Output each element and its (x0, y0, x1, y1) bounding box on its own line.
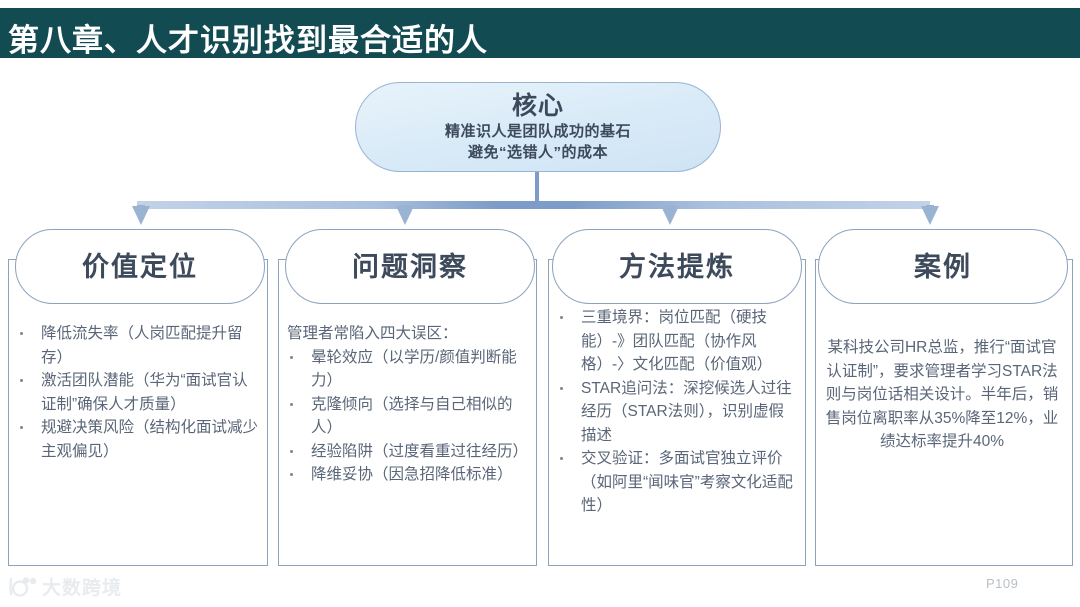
column-header-4: 案例 (818, 229, 1068, 304)
core-node-subtitle-line2: 避免“选错人”的成本 (467, 143, 608, 161)
list-item: 交叉验证：多面试官独立评价（如阿里“闻味官”考察文化适配性） (554, 447, 796, 518)
column-header-label-1: 价值定位 (82, 251, 198, 282)
column-header-label-4: 案例 (914, 251, 972, 282)
column-body-3: 三重境界：岗位匹配（硬技能）-》团队匹配（协作风格）-〉文化匹配（价值观） ST… (548, 259, 806, 566)
list-item: 经验陷阱（过度看重过往经历） (284, 440, 528, 464)
connector-vertical (535, 172, 539, 205)
column-header-1: 价值定位 (15, 229, 265, 304)
core-node: 核心 精准识人是团队成功的基石 避免“选错人”的成本 (355, 82, 721, 172)
column-header-2: 问题洞察 (285, 229, 535, 304)
page-number: P109 (986, 576, 1019, 591)
watermark-text: 大数跨境 (42, 578, 123, 599)
bullet-list-3: 三重境界：岗位匹配（硬技能）-》团队匹配（协作风格）-〉文化匹配（价值观） ST… (554, 306, 796, 518)
watermark-logo: 大数跨境 (8, 573, 122, 600)
column-content-1: 降低流失率（人岗匹配提升留存） 激活团队潜能（华为“面试官认证制”确保人才质量）… (9, 322, 267, 463)
column-header-3: 方法提炼 (552, 229, 802, 304)
column-content-3: 三重境界：岗位匹配（硬技能）-》团队匹配（协作风格）-〉文化匹配（价值观） ST… (549, 306, 805, 518)
column-content-2: 管理者常陷入四大误区： 晕轮效应（以学历/颜值判断能力） 克隆倾向（选择与自己相… (279, 322, 536, 487)
list-item: STAR追问法：深挖候选人过往经历（STAR法则），识别虚假描述 (554, 377, 796, 448)
list-item: 降低流失率（人岗匹配提升留存） (14, 322, 258, 369)
list-item: 三重境界：岗位匹配（硬技能）-》团队匹配（协作风格）-〉文化匹配（价值观） (554, 306, 796, 377)
title-bar: 第八章、人才识别找到最合适的人 (0, 8, 1080, 58)
column-header-label-3: 方法提炼 (619, 251, 735, 282)
column-paragraph-4: 某科技公司HR总监，推行“面试官认证制”，要求管理者学习STAR法则与岗位话相关… (825, 339, 1059, 450)
list-item: 降维妥协（因急招降低标准） (284, 463, 527, 487)
column-intro-2: 管理者常陷入四大误区： (287, 325, 458, 342)
column-header-label-2: 问题洞察 (352, 251, 468, 282)
list-item: 晕轮效应（以学历/颜值判断能力） (284, 346, 527, 393)
column-body-4: 某科技公司HR总监，推行“面试官认证制”，要求管理者学习STAR法则与岗位话相关… (815, 259, 1073, 566)
bullet-list-2: 晕轮效应（以学历/颜值判断能力） 克隆倾向（选择与自己相似的人） 经验陷阱（过度… (284, 346, 528, 487)
list-item: 克隆倾向（选择与自己相似的人） (284, 393, 527, 440)
bullet-list-1: 降低流失率（人岗匹配提升留存） 激活团队潜能（华为“面试官认证制”确保人才质量）… (14, 322, 258, 463)
page-title: 第八章、人才识别找到最合适的人 (8, 23, 488, 58)
column-body-1: 降低流失率（人岗匹配提升留存） 激活团队潜能（华为“面试官认证制”确保人才质量）… (8, 259, 268, 566)
arrow-down-icon-3 (661, 206, 679, 225)
connector-horizontal (137, 201, 930, 209)
list-item: 激活团队潜能（华为“面试官认证制”确保人才质量） (14, 369, 258, 416)
column-body-2: 管理者常陷入四大误区： 晕轮效应（以学历/颜值判断能力） 克隆倾向（选择与自己相… (278, 259, 537, 566)
arrow-down-icon-2 (396, 206, 414, 225)
core-node-title: 核心 (511, 91, 564, 120)
arrow-down-icon-4 (921, 206, 939, 225)
arrow-down-icon-1 (132, 206, 150, 225)
core-node-subtitle-line1: 精准识人是团队成功的基石 (444, 122, 631, 140)
column-content-4: 某科技公司HR总监，推行“面试官认证制”，要求管理者学习STAR法则与岗位话相关… (816, 336, 1072, 454)
list-item: 规避决策风险（结构化面试减少主观偏见） (14, 416, 258, 463)
brand-mark-icon (8, 576, 38, 598)
